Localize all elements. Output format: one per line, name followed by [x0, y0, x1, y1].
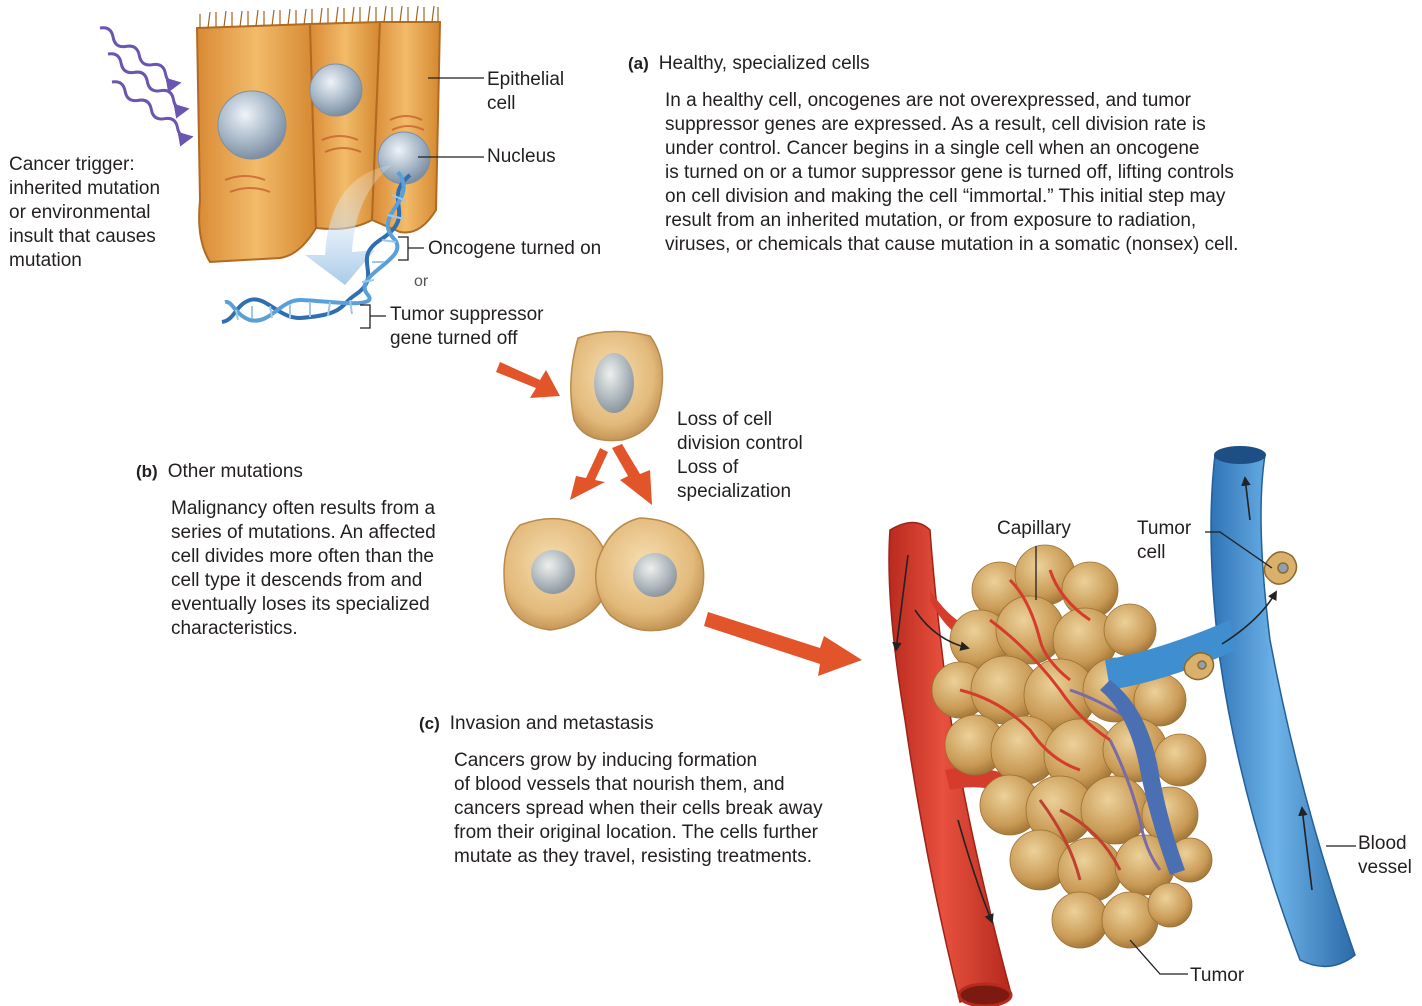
tumor-suppressor-line-2: gene turned off [390, 328, 517, 349]
section-a-line: is turned on or a tumor suppressor gene … [665, 161, 1238, 185]
section-a-line: under control. Cancer begins in a single… [665, 137, 1238, 161]
blood-vessel-line-1: Blood [1358, 833, 1407, 854]
section-b-heading: (b) Other mutations [136, 460, 303, 484]
section-a-body: In a healthy cell, oncogenes are not ove… [665, 89, 1238, 257]
epithelial-line-2: cell [487, 93, 516, 114]
loss-line-2: division control [677, 433, 803, 454]
section-b-line: Malignancy often results from a [171, 497, 436, 521]
section-c-title: Invasion and metastasis [450, 713, 654, 734]
tumor-suppressor-label: Tumor suppressor gene turned off [390, 303, 543, 351]
section-a-line: suppressor genes are expressed. As a res… [665, 113, 1238, 137]
section-c-heading: (c) Invasion and metastasis [419, 712, 654, 736]
tumor-cell-label: Tumor cell [1137, 517, 1191, 565]
cancer-trigger-line-2: inherited mutation [9, 178, 160, 199]
section-b-line: eventually loses its specialized [171, 593, 436, 617]
section-b-line: characteristics. [171, 617, 436, 641]
cancer-trigger-line-5: mutation [9, 250, 82, 271]
section-c-line: mutate as they travel, resisting treatme… [454, 845, 823, 869]
section-a-title: Healthy, specialized cells [659, 53, 870, 74]
section-b-title: Other mutations [168, 461, 303, 482]
section-b-line: series of mutations. An affected [171, 521, 436, 545]
tumor-cell-line-2: cell [1137, 542, 1166, 563]
cancer-trigger-label: Cancer trigger: inherited mutation or en… [9, 153, 160, 273]
loss-label: Loss of cell division control Loss of sp… [677, 408, 803, 504]
tumor-suppressor-line-1: Tumor suppressor [390, 304, 543, 325]
section-c-line: cancers spread when their cells break aw… [454, 797, 823, 821]
section-c-body: Cancers grow by inducing formation of bl… [454, 749, 823, 869]
section-a-heading: (a) Healthy, specialized cells [628, 52, 870, 76]
section-b-body: Malignancy often results from a series o… [171, 497, 436, 641]
loss-line-3: Loss of [677, 457, 738, 478]
dividing-cells [504, 518, 704, 631]
capillary-label: Capillary [997, 517, 1071, 541]
or-label: or [414, 270, 428, 294]
section-a-tag: (a) [628, 54, 649, 73]
section-a-line: on cell division and making the cell “im… [665, 185, 1238, 209]
section-b-line: cell type it descends from and [171, 569, 436, 593]
blood-vessel-line-2: vessel [1358, 857, 1412, 878]
radiation-waves [98, 25, 193, 141]
nucleus-label: Nucleus [487, 145, 556, 169]
epithelial-line-1: Epithelial [487, 69, 564, 90]
section-a-line: result from an inherited mutation, or fr… [665, 209, 1238, 233]
section-b-line: cell divides more often than the [171, 545, 436, 569]
epithelial-cells [197, 6, 440, 262]
mutated-cell-nucleus [594, 353, 634, 413]
loss-line-4: specialization [677, 481, 791, 502]
cancer-trigger-line-1: Cancer trigger: [9, 154, 135, 175]
section-b-tag: (b) [136, 462, 158, 481]
loss-line-1: Loss of cell [677, 409, 772, 430]
cancer-trigger-line-4: insult that causes [9, 226, 156, 247]
epithelial-cell-label: Epithelial cell [487, 68, 564, 116]
section-c-line: from their original location. The cells … [454, 821, 823, 845]
section-c-line: Cancers grow by inducing formation [454, 749, 823, 773]
tumor-cell-line-1: Tumor [1137, 518, 1191, 539]
section-a-line: viruses, or chemicals that cause mutatio… [665, 233, 1238, 257]
cancer-trigger-line-3: or environmental [9, 202, 151, 223]
oncogene-label: Oncogene turned on [428, 237, 601, 261]
blood-vessel-label: Blood vessel [1358, 832, 1412, 880]
section-c-line: of blood vessels that nourish them, and [454, 773, 823, 797]
section-c-tag: (c) [419, 714, 440, 733]
section-a-line: In a healthy cell, oncogenes are not ove… [665, 89, 1238, 113]
tumor-label: Tumor [1190, 964, 1244, 988]
